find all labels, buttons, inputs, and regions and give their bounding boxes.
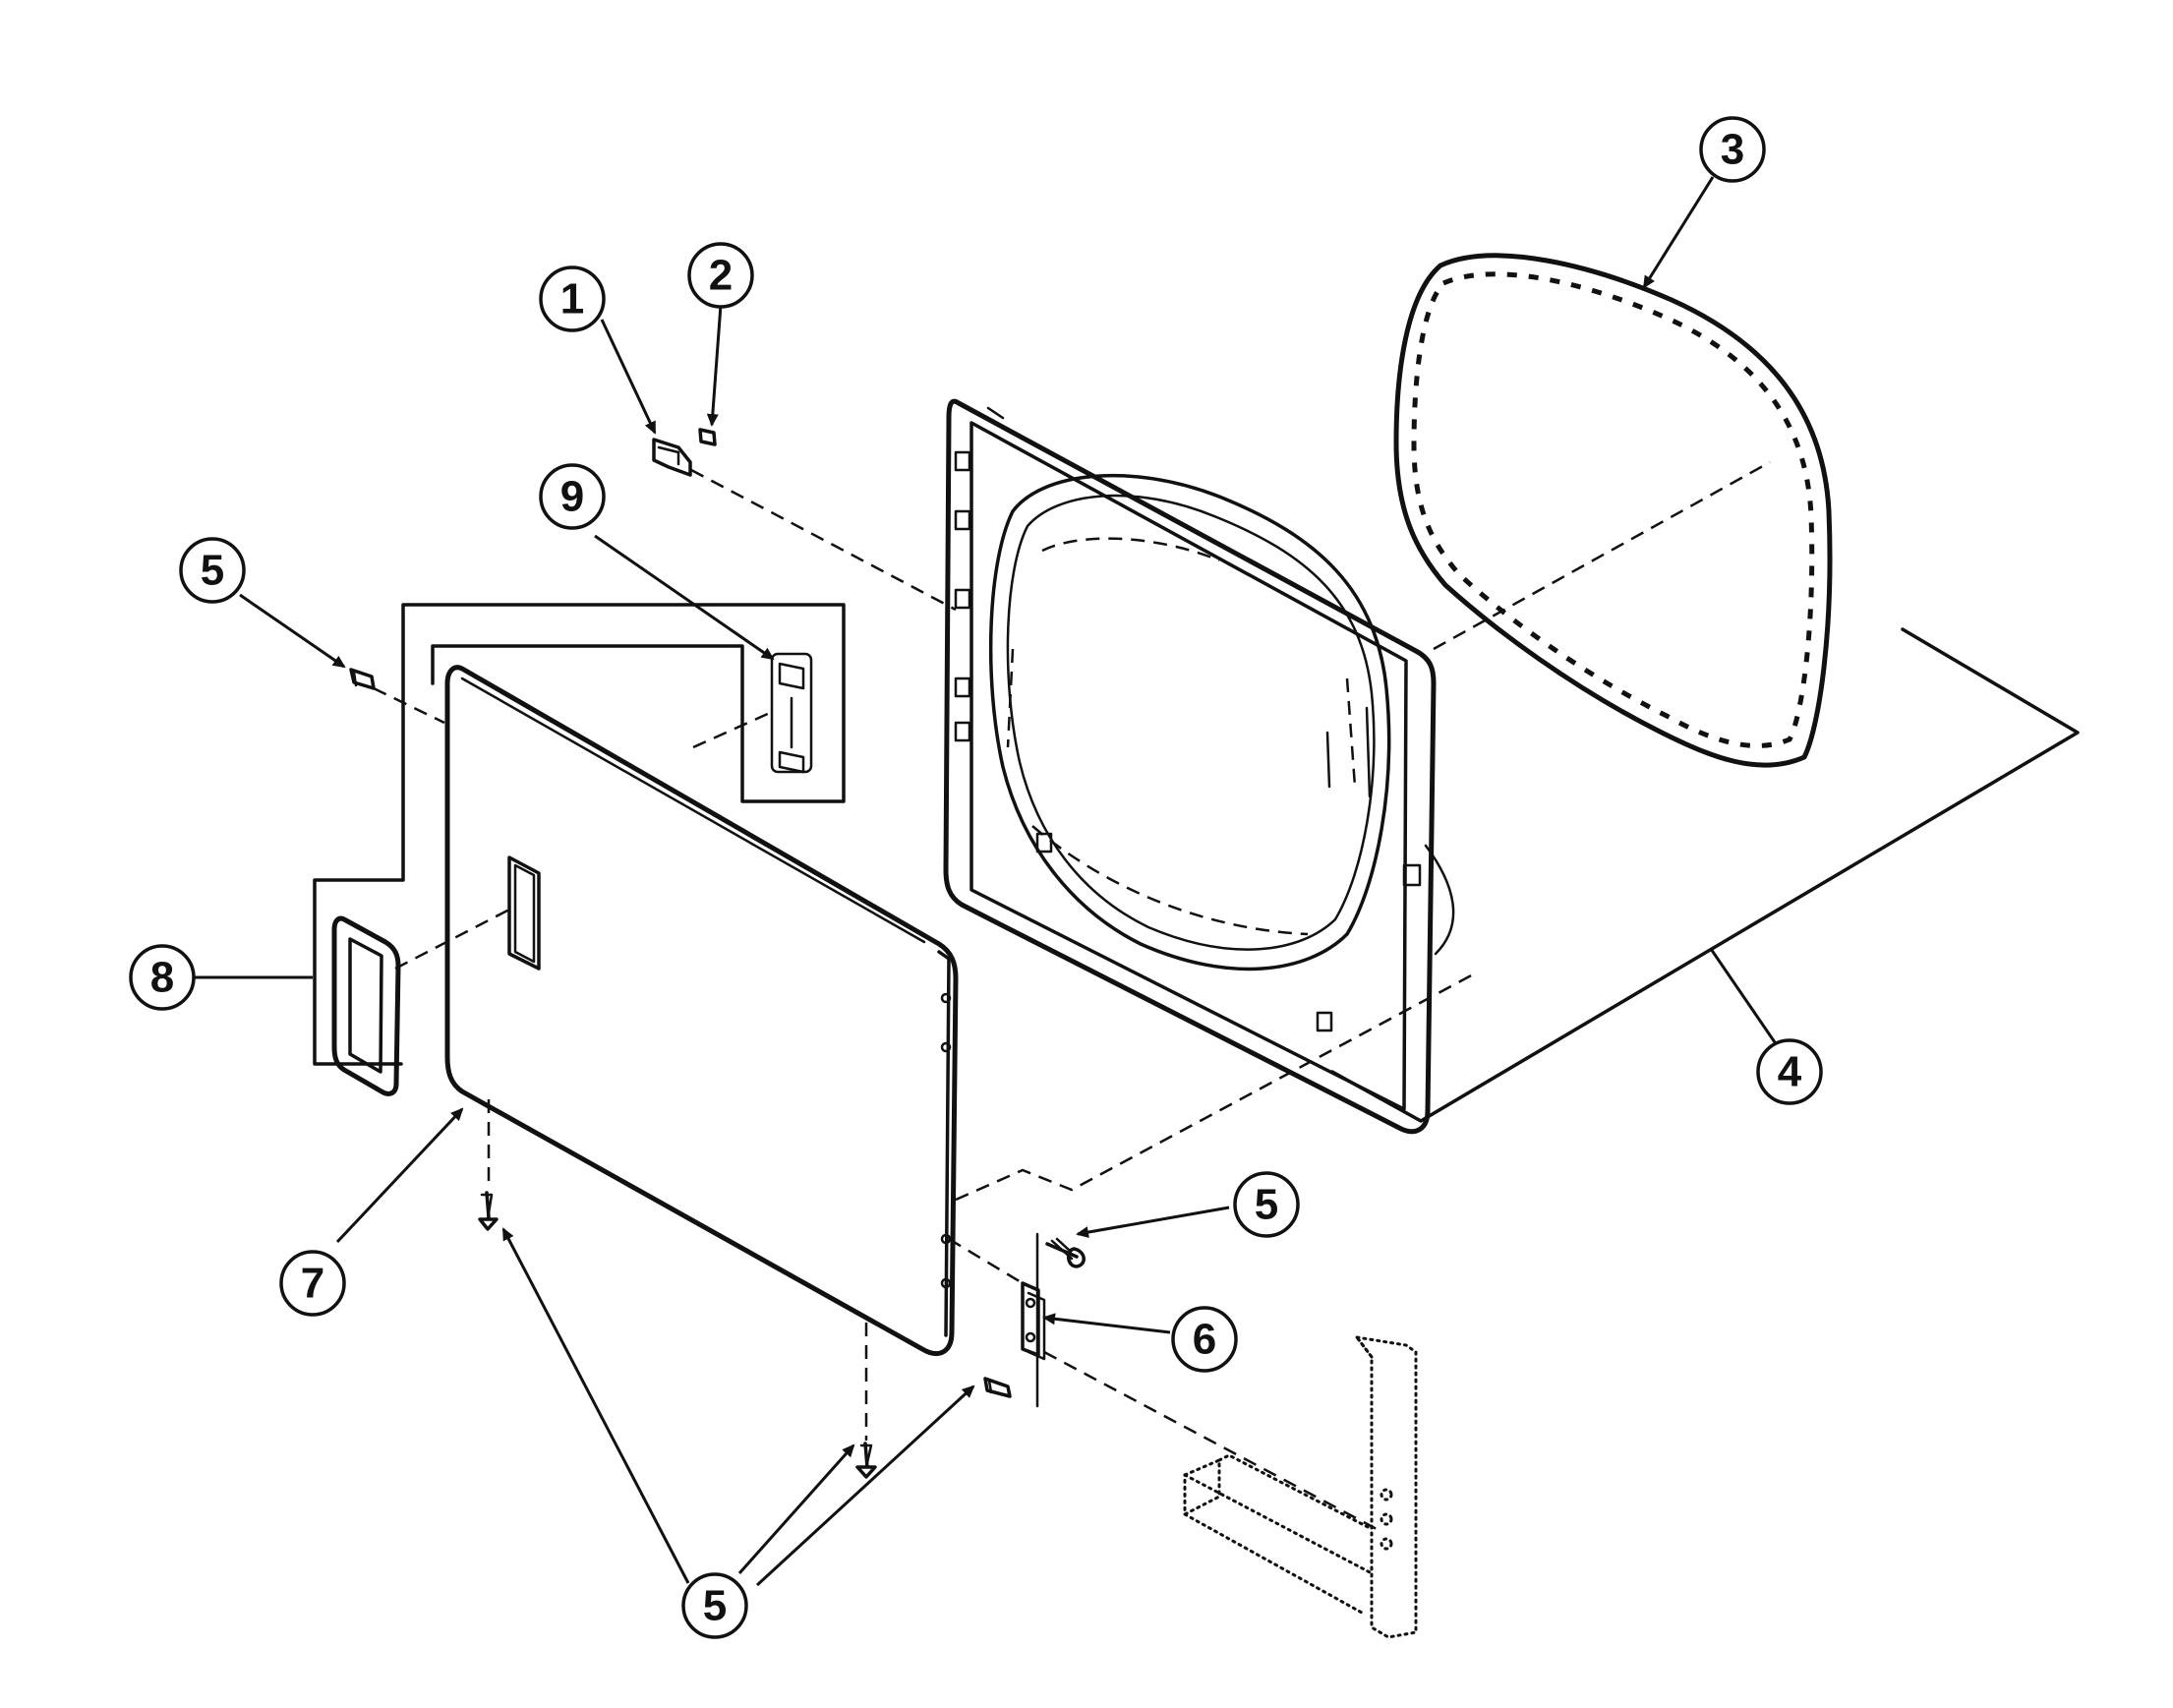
callout-2: 2 bbox=[687, 242, 754, 309]
door-outer-panel bbox=[444, 665, 959, 1356]
svg-text:3: 3 bbox=[1721, 126, 1744, 174]
screw-bottom-left bbox=[478, 1191, 499, 1231]
callout-6: 6 bbox=[1171, 1306, 1238, 1373]
door-hinge bbox=[1021, 1232, 1046, 1408]
svg-text:6: 6 bbox=[1193, 1316, 1216, 1364]
callout-4: 4 bbox=[1756, 1038, 1823, 1105]
screw-hinge-lower bbox=[983, 1377, 1012, 1398]
callout-9: 9 bbox=[539, 463, 606, 530]
screw-hinge-upper bbox=[1045, 1237, 1086, 1268]
screw-bottom-middle bbox=[855, 1442, 877, 1479]
latch-clip bbox=[652, 438, 692, 477]
callout-5-top-left: 5 bbox=[179, 537, 246, 604]
callout-3: 3 bbox=[1699, 116, 1766, 183]
svg-text:5: 5 bbox=[201, 547, 224, 595]
svg-text:4: 4 bbox=[1778, 1048, 1802, 1096]
svg-text:9: 9 bbox=[560, 473, 584, 521]
latch-retainer bbox=[698, 428, 717, 446]
door-seal-gasket bbox=[1393, 253, 1833, 768]
screw-top-left bbox=[349, 668, 376, 690]
door-handle bbox=[331, 915, 401, 1096]
strike-bracket-inset bbox=[313, 603, 846, 1066]
alignment-lines bbox=[373, 460, 1771, 1531]
cabinet-corner-reference bbox=[1183, 1334, 1418, 1639]
svg-text:5: 5 bbox=[703, 1582, 727, 1630]
callout-5-hinge: 5 bbox=[1233, 1171, 1300, 1238]
svg-text:5: 5 bbox=[1255, 1181, 1278, 1229]
callout-8: 8 bbox=[129, 944, 196, 1011]
leader-lines bbox=[194, 176, 1777, 1587]
svg-text:8: 8 bbox=[150, 954, 174, 1002]
callout-7: 7 bbox=[279, 1250, 346, 1317]
svg-text:7: 7 bbox=[301, 1260, 324, 1308]
door-inner-panel bbox=[943, 398, 1455, 1135]
svg-text:1: 1 bbox=[560, 275, 584, 324]
callout-1: 1 bbox=[539, 265, 606, 332]
svg-text:2: 2 bbox=[709, 252, 733, 300]
callout-5-bottom: 5 bbox=[681, 1572, 748, 1639]
